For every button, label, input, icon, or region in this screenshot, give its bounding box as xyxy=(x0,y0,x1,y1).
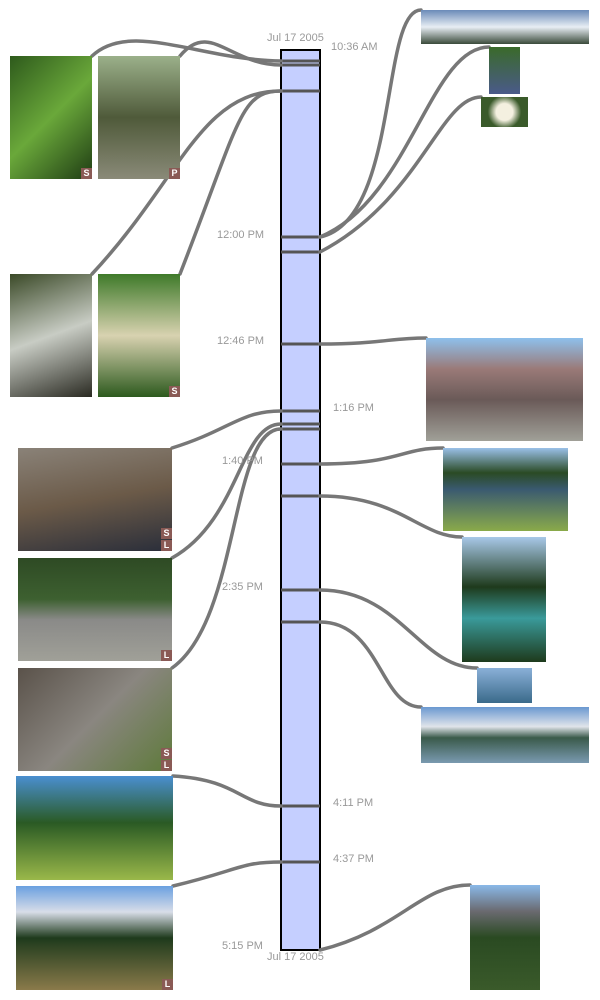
tick-marks xyxy=(281,59,320,864)
badge: P xyxy=(169,168,180,179)
time-label: 10:36 AM xyxy=(331,41,378,53)
photo-trail[interactable]: L xyxy=(16,886,173,990)
time-label: 1:16 PM xyxy=(333,402,374,414)
photo-white-flowers[interactable]: S xyxy=(98,274,180,397)
photo-meadow[interactable] xyxy=(16,776,173,880)
badge: L xyxy=(162,979,173,990)
badge: S xyxy=(169,386,180,397)
badge: L xyxy=(161,650,172,661)
photo-peak[interactable] xyxy=(470,885,540,990)
photo-glacier[interactable] xyxy=(421,10,589,44)
end-date: Jul 17 2005 xyxy=(267,951,324,963)
photo-creek[interactable] xyxy=(10,274,92,397)
time-label: 2:35 PM xyxy=(222,581,263,593)
photo-hikers-small[interactable] xyxy=(489,47,520,94)
timeline-bar[interactable] xyxy=(280,49,321,951)
badge: L xyxy=(161,760,172,771)
photo-mountain-lake[interactable] xyxy=(421,707,589,763)
photo-lake-small[interactable] xyxy=(477,668,532,703)
photo-ferns[interactable]: S xyxy=(10,56,92,179)
photo-turquoise-lake[interactable] xyxy=(462,537,546,662)
photo-white-bloom[interactable] xyxy=(481,97,528,127)
photo-canyon[interactable] xyxy=(426,338,583,441)
photo-hikers-resting[interactable]: L xyxy=(18,558,172,661)
start-date: Jul 17 2005 xyxy=(267,32,324,44)
time-label: 4:11 PM xyxy=(333,797,374,809)
badge: S xyxy=(81,168,92,179)
time-label: 4:37 PM xyxy=(333,853,374,865)
badge: S xyxy=(161,748,172,759)
photo-lake[interactable] xyxy=(443,448,568,531)
time-label: 12:46 PM xyxy=(217,335,265,347)
time-label: 12:00 PM xyxy=(217,229,265,241)
badge: L xyxy=(161,540,172,551)
badge: S xyxy=(161,528,172,539)
time-label: 5:15 PM xyxy=(222,940,263,952)
time-label: 1:40 PM xyxy=(222,455,263,467)
photo-forest-trail[interactable]: P xyxy=(98,56,180,179)
